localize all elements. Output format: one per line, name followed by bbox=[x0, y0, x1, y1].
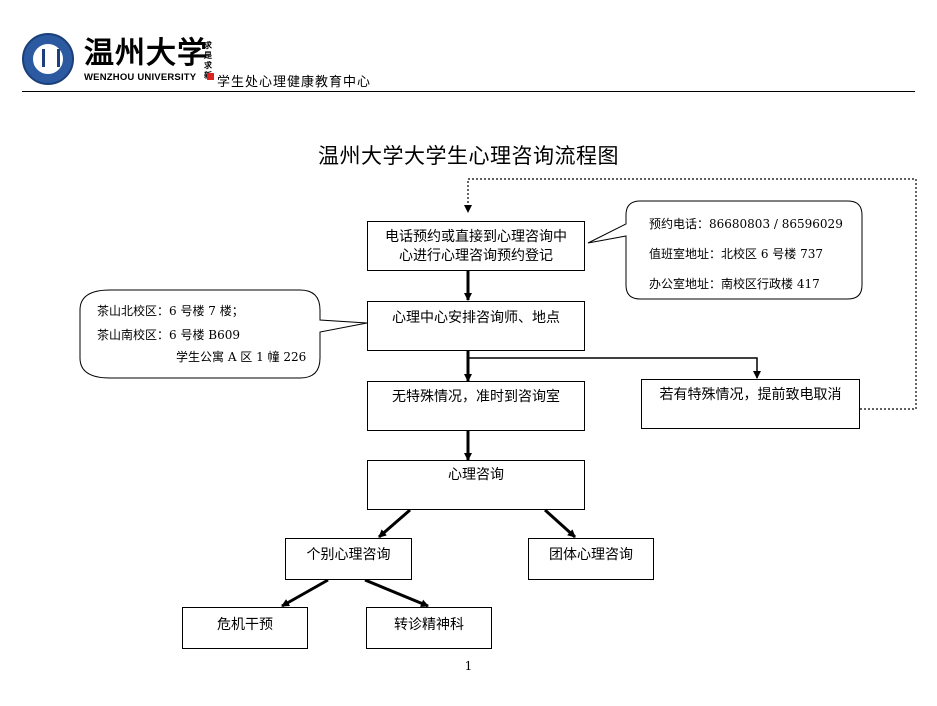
node-on-time: 无特殊情况，准时到咨询室 bbox=[367, 381, 585, 431]
university-english-name: WENZHOU UNIVERSITY bbox=[84, 72, 197, 83]
arrow-individual-to-referral bbox=[364, 578, 429, 608]
node-individual: 个别心理咨询 bbox=[285, 538, 412, 580]
location-north-campus: 茶山北校区：6 号楼 7 楼； bbox=[97, 304, 244, 318]
contact-phone: 预约电话：86680803 / 86596029 bbox=[649, 217, 843, 231]
node-crisis: 危机干预 bbox=[182, 607, 308, 649]
contact-duty-room: 值班室地址：北校区 6 号楼 737 bbox=[649, 247, 823, 261]
contact-callout-bubble bbox=[587, 200, 863, 300]
arrow-counseling-to-group bbox=[543, 508, 577, 539]
arrow-branch-to-cancel bbox=[468, 357, 761, 379]
node-appointment: 电话预约或直接到心理咨询中心进行心理咨询预约登记 bbox=[367, 221, 585, 271]
header-divider bbox=[22, 91, 915, 92]
node-group: 团体心理咨询 bbox=[528, 538, 654, 580]
red-seal-icon bbox=[207, 73, 214, 80]
page-number: 1 bbox=[464, 659, 473, 673]
locations-callout-bubble bbox=[79, 289, 368, 379]
contact-office: 办公室地址：南校区行政楼 417 bbox=[649, 277, 820, 291]
location-dormitory: 学生公寓 A 区 1 幢 226 bbox=[176, 350, 307, 364]
arrow-counseling-to-individual bbox=[378, 508, 411, 539]
node-referral: 转诊精神科 bbox=[366, 607, 492, 649]
node-counseling: 心理咨询 bbox=[367, 460, 585, 510]
node-arrange: 心理中心安排咨询师、地点 bbox=[367, 301, 585, 351]
department-name: 学生处心理健康教育中心 bbox=[217, 75, 372, 90]
node-cancel: 若有特殊情况，提前致电取消 bbox=[641, 379, 860, 429]
arrow-individual-to-crisis bbox=[281, 578, 329, 608]
cancel-feedback-loop bbox=[464, 178, 917, 410]
location-south-campus: 茶山南校区：6 号楼 B609 bbox=[97, 328, 240, 342]
university-name: 温州大学 bbox=[84, 36, 208, 71]
university-logo bbox=[22, 33, 74, 85]
page-title: 温州大学大学生心理咨询流程图 bbox=[318, 144, 619, 168]
